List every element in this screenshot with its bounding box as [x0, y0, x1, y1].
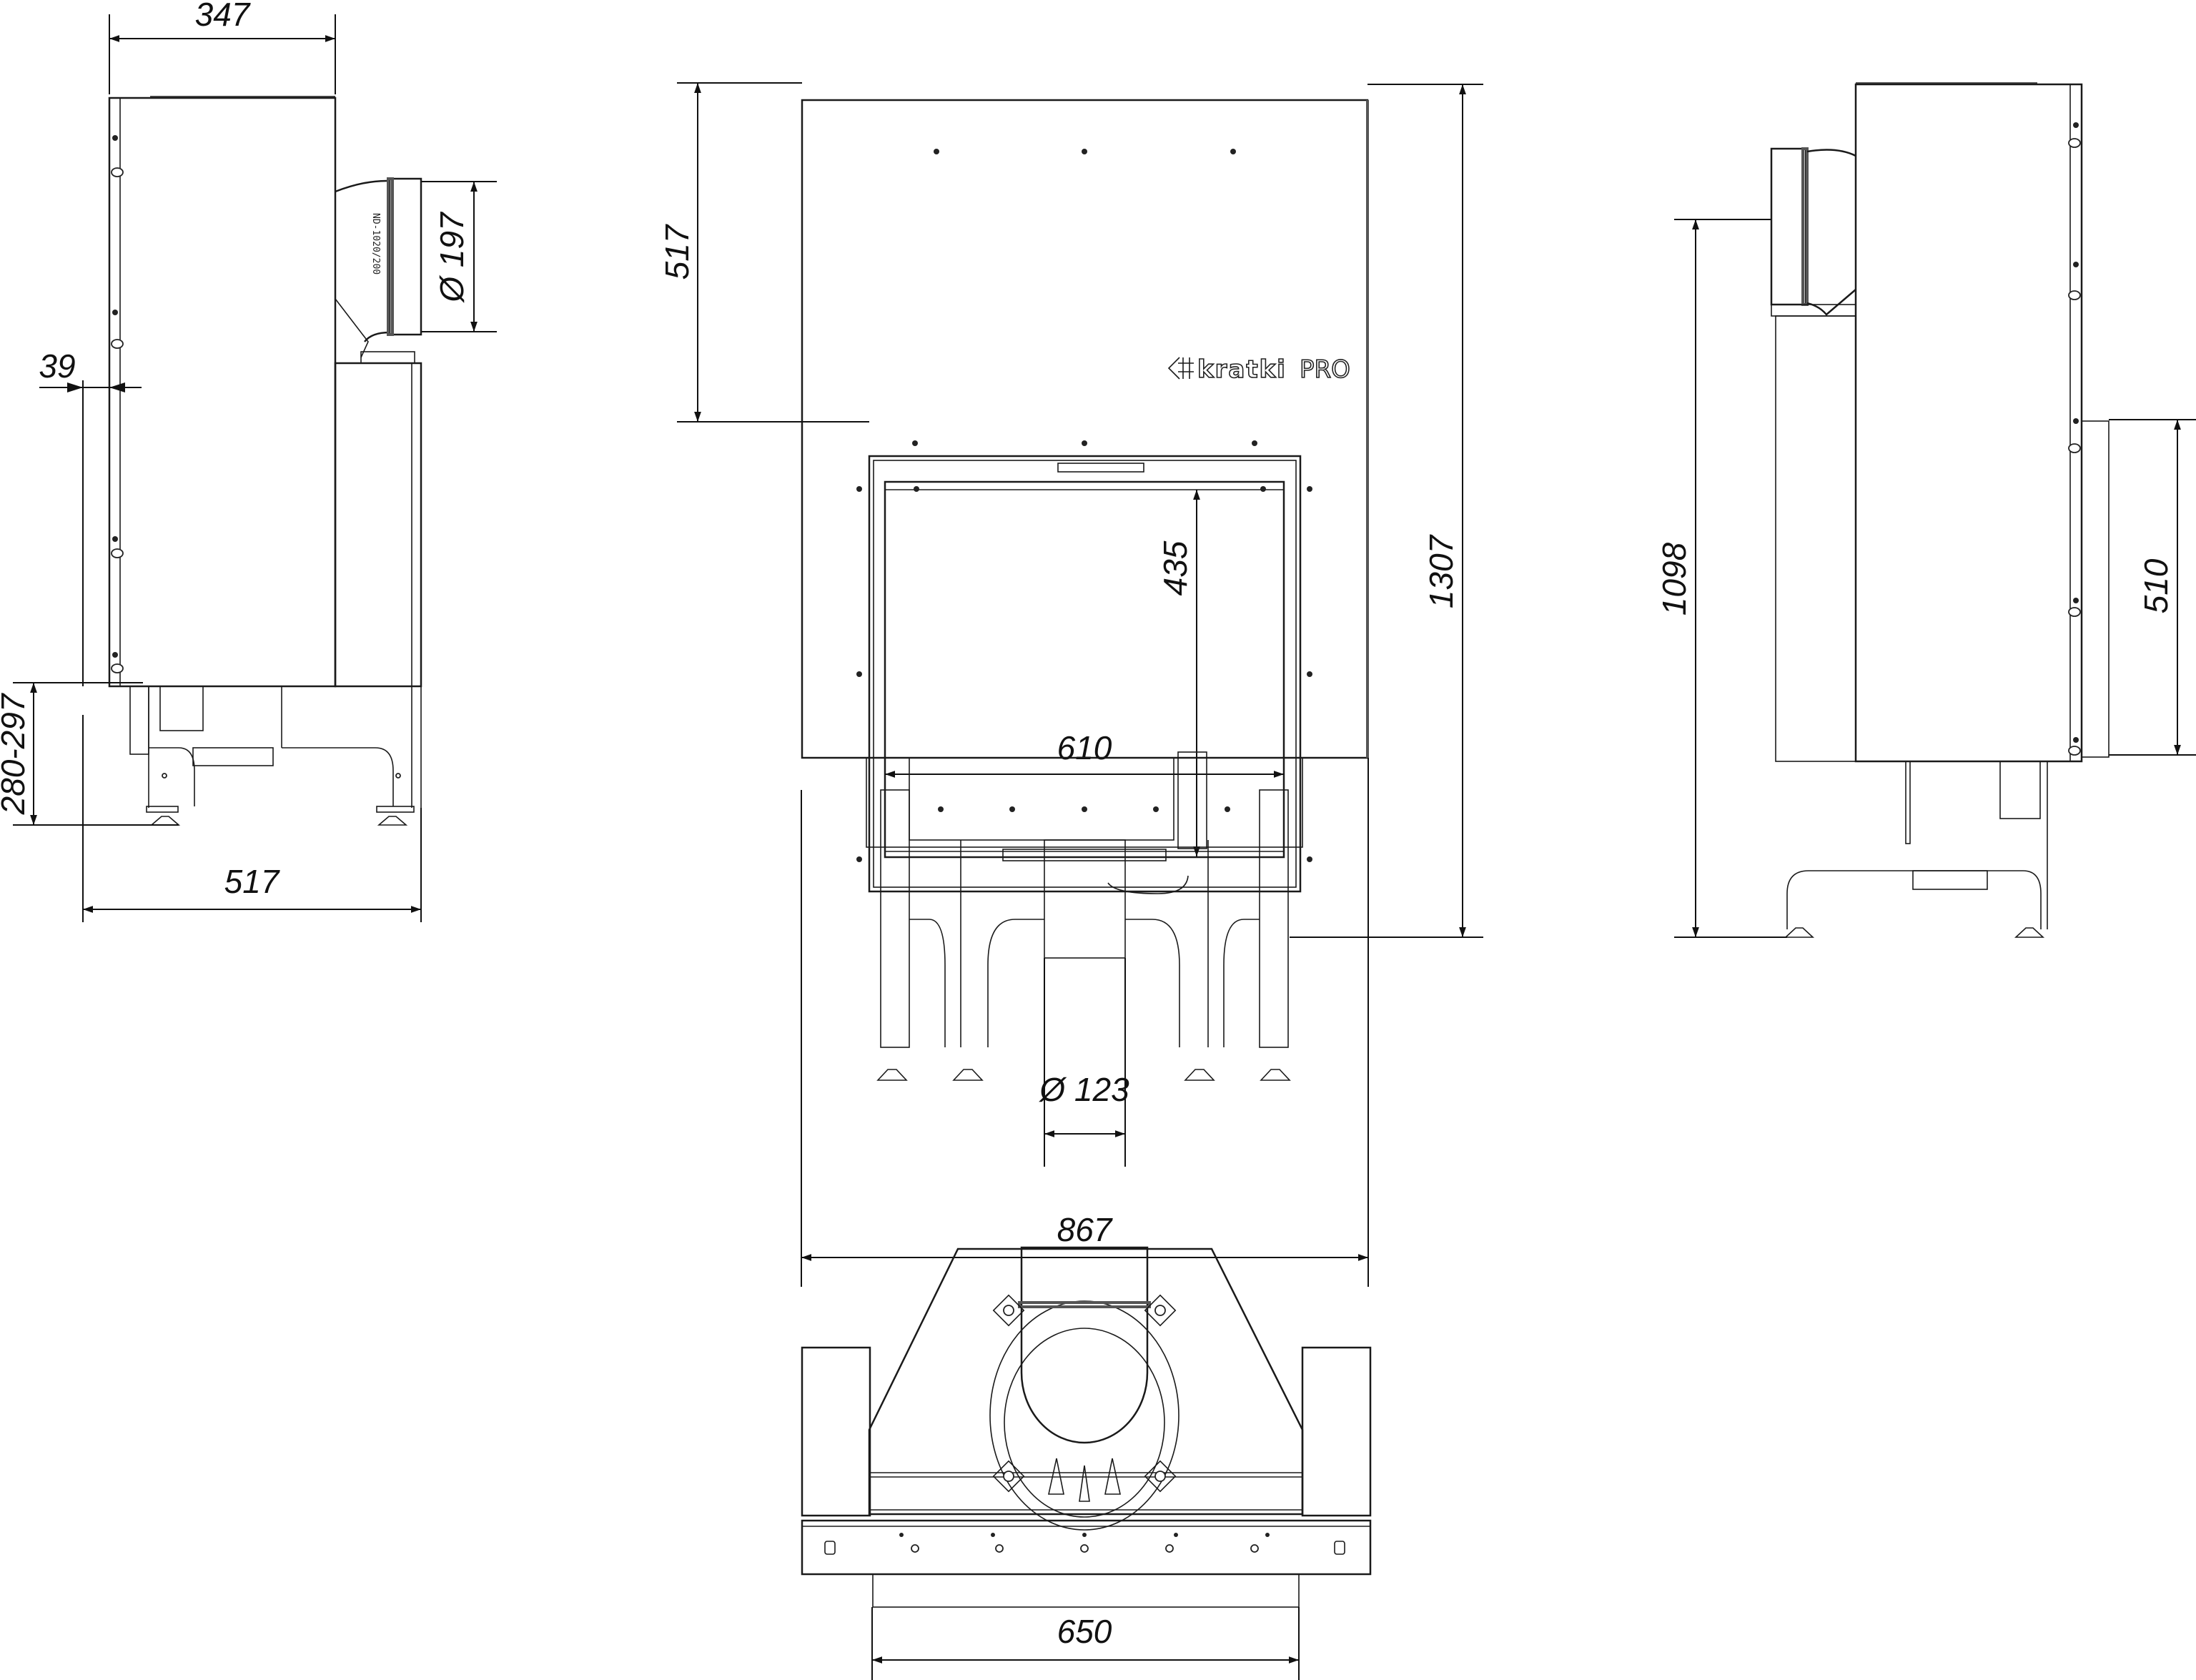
- dim-door-height-510: 510: [2137, 558, 2175, 613]
- logo-text: kratki: [1197, 355, 1287, 384]
- dim-top-517: 517: [658, 224, 696, 280]
- flue-label: ND-1020/200: [370, 213, 381, 275]
- dim-opening-height: 435: [1157, 540, 1194, 596]
- dim-total-height: 1307: [1423, 534, 1460, 608]
- kratki-logo: kratki PRO: [1167, 355, 1351, 385]
- dim-flue-height-1098: 1098: [1656, 542, 1693, 616]
- dim-depth-517: 517: [224, 863, 280, 900]
- dim-diameter-123: Ø 123: [1038, 1071, 1129, 1108]
- left-side-view: 347 ND-1020/200 Ø 197: [0, 0, 497, 922]
- dim-width-867: 867: [1057, 1211, 1113, 1248]
- dim-347: 347: [195, 0, 251, 33]
- dim-width-650: 650: [1057, 1613, 1112, 1650]
- logo-suffix: PRO: [1300, 355, 1350, 384]
- dim-diameter-197: Ø 197: [433, 212, 470, 304]
- dim-opening-width: 610: [1057, 729, 1112, 766]
- right-side-view: 1098 510: [1656, 82, 2196, 938]
- top-view: 650: [801, 1246, 1372, 1680]
- dim-39: 39: [39, 347, 75, 385]
- front-view: kratki PRO 435 610: [658, 82, 1483, 1287]
- dim-leg-height: 280-297: [0, 693, 31, 815]
